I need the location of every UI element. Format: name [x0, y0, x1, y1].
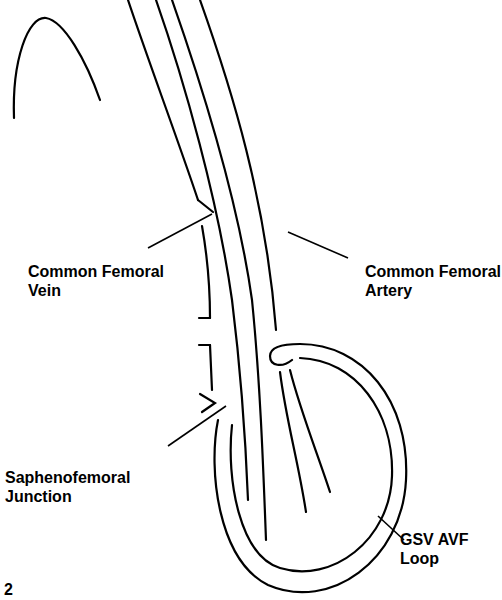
- gsv-loop-outer: [215, 344, 407, 592]
- part-label: Common Femoral Artery: [365, 262, 502, 300]
- leader-line: [148, 214, 212, 248]
- artery-branch: [290, 370, 330, 492]
- part-label: Saphenofemoral Junction: [5, 468, 155, 506]
- leader-line: [288, 232, 348, 258]
- part-label: Common Femoral Vein: [28, 262, 168, 300]
- artery-wall: [200, 0, 276, 330]
- figure-number: 2: [4, 580, 34, 599]
- artery-wall: [172, 0, 266, 540]
- vein-wall: [210, 345, 212, 390]
- vein-wall: [202, 226, 210, 318]
- vein-tributary: [199, 317, 210, 319]
- gsv-loop-inner: [231, 358, 392, 571]
- leader-line: [168, 406, 226, 446]
- vein-tributary: [199, 344, 210, 346]
- vessel-arch: [14, 18, 100, 118]
- artery-branch: [280, 372, 306, 512]
- part-label: GSV AVF Loop: [400, 530, 492, 568]
- vein-tributary: [198, 200, 213, 212]
- artery-wall: [156, 0, 248, 500]
- junction-notch: [200, 394, 215, 412]
